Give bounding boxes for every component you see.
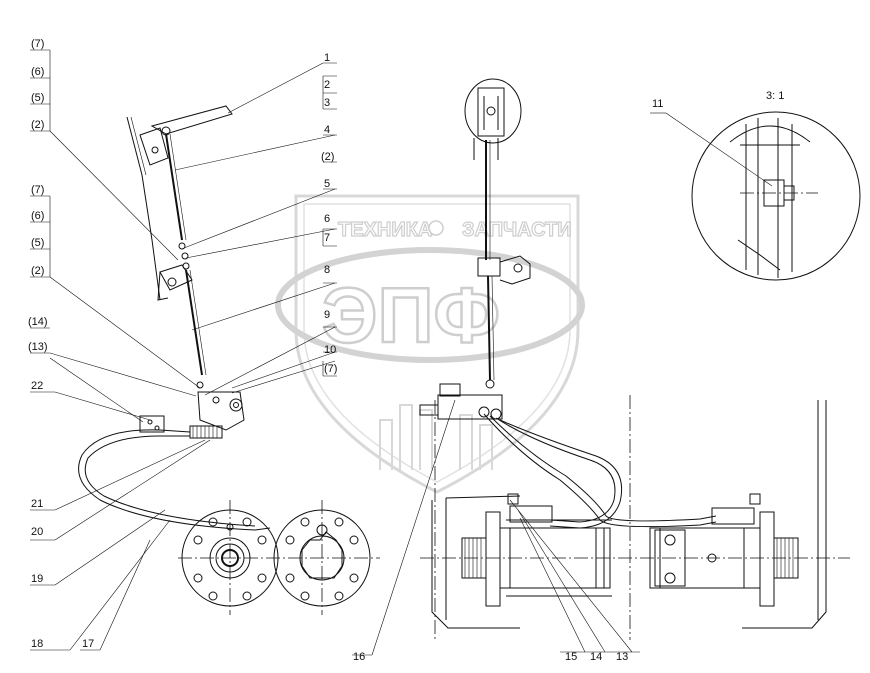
callout-2-ref: (2): [321, 151, 334, 163]
watermark-logo: ТЕХНИКА ЗАПЧАСТИ ЭПФ: [275, 194, 585, 494]
callout-5-ref-g1: (5): [31, 92, 44, 104]
callout-5-ref-g2: (5): [31, 237, 44, 249]
callout-5: 5: [324, 178, 330, 190]
callout-11: 11: [652, 98, 663, 110]
callout-7: 7: [324, 232, 330, 244]
watermark-line1: ТЕХНИКА: [338, 219, 432, 241]
callout-6: 6: [324, 213, 330, 225]
callout-labels: 1 2 3 4 (2) 5 6 7 8 9 10 (7) 11 3: 1 (7)…: [28, 38, 784, 663]
callout-2-ref-g1: (2): [31, 119, 44, 131]
callout-13-ref: (13): [28, 341, 48, 353]
callout-7-ref-g1: (7): [31, 38, 44, 50]
callout-21: 21: [31, 498, 43, 510]
callout-15: 15: [565, 651, 577, 663]
wheat-icon: [379, 404, 493, 470]
callout-13: 13: [616, 651, 628, 663]
callout-8: 8: [324, 264, 330, 276]
center-linkage-assembly: [419, 78, 717, 529]
detail-view-3-1: [691, 111, 861, 281]
leader-lines: [30, 49, 773, 656]
callout-7-ref-g2: (7): [31, 184, 44, 196]
watermark-line2: ЗАПЧАСТИ: [462, 219, 572, 241]
callout-18: 18: [31, 638, 43, 650]
callout-16: 16: [353, 651, 365, 663]
callout-22: 22: [31, 380, 43, 392]
callout-7-ref: (7): [324, 363, 337, 375]
callout-4: 4: [324, 124, 330, 136]
callout-17: 17: [82, 638, 94, 650]
callout-2-ref-g2: (2): [31, 265, 44, 277]
left-linkage-assembly: [78, 105, 271, 531]
callout-20: 20: [31, 526, 43, 538]
callout-10: 10: [324, 344, 336, 356]
callout-9: 9: [324, 309, 330, 321]
axle-drum-assembly: [420, 395, 850, 640]
callout-2: 2: [324, 79, 330, 91]
callout-19: 19: [31, 573, 43, 585]
detail-scale-label: 3: 1: [766, 90, 784, 102]
callout-1: 1: [324, 52, 330, 64]
gear-icon: [428, 220, 444, 236]
callout-6-ref-g2: (6): [31, 210, 44, 222]
wheel-hub-assembly: [178, 500, 380, 615]
callout-14-ref: (14): [28, 316, 48, 328]
watermark-logo-text: ЭПФ: [322, 271, 500, 359]
callout-3: 3: [324, 97, 330, 109]
callout-6-ref-g1: (6): [31, 66, 44, 78]
callout-14: 14: [590, 651, 602, 663]
